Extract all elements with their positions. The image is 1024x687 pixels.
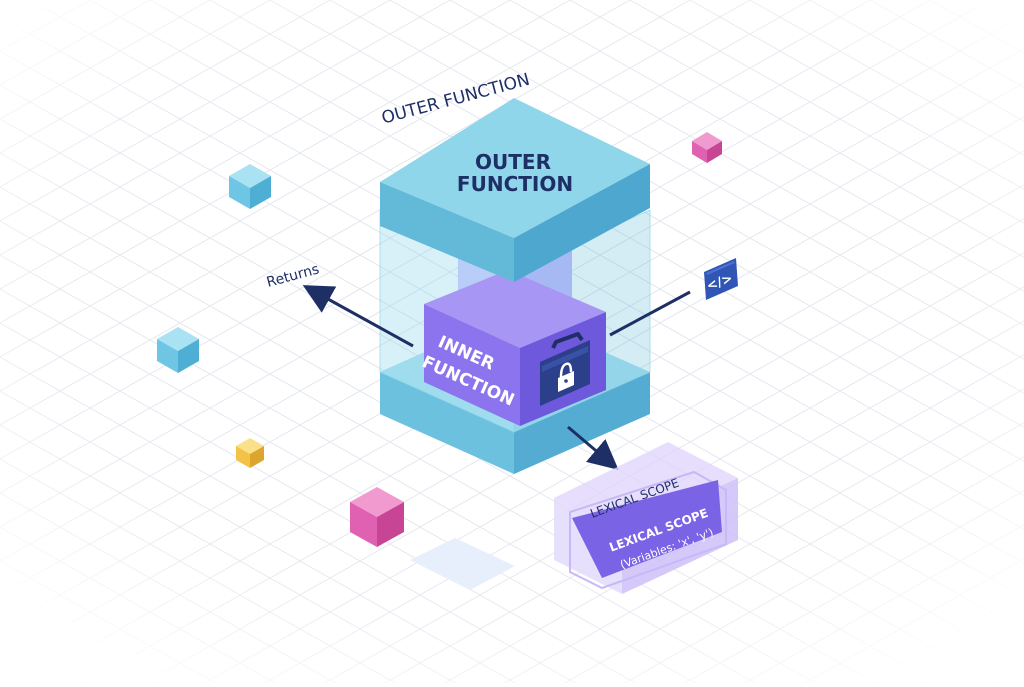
- code-icon: </>: [704, 258, 738, 300]
- cube-yellow: [236, 438, 264, 468]
- cube-blue-mid: [157, 327, 199, 373]
- cube-blue-top: [229, 164, 271, 209]
- code-connector-line: [609, 290, 691, 337]
- lock-briefcase-icon: [540, 332, 590, 406]
- cube-pink-small: [692, 132, 722, 163]
- cube-pink-large: [350, 487, 404, 547]
- lexical-scope-box: [554, 442, 738, 594]
- floor-tile: [410, 538, 515, 590]
- outer-function-label-line2: FUNCTION: [457, 172, 573, 196]
- outer-function-top: [380, 98, 650, 282]
- returns-arrow: [302, 285, 414, 348]
- outer-function-label-line1: OUTER: [475, 150, 551, 174]
- lexical-scope-arrow: [567, 425, 619, 470]
